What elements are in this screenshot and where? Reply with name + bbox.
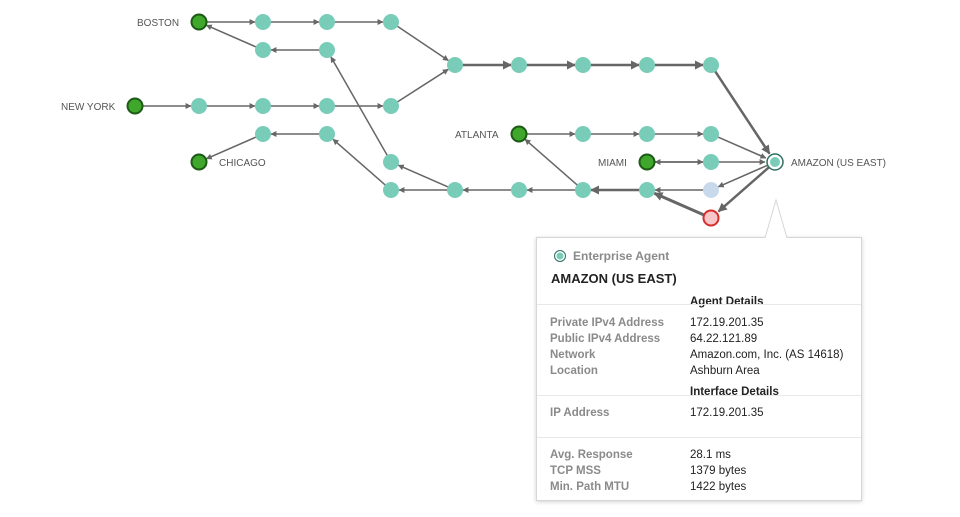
metric-row: Avg. Response 28.1 ms: [550, 449, 731, 461]
detail-row: IP Address 172.19.201.35: [550, 407, 764, 419]
hop-node[interactable]: [511, 57, 527, 73]
hop-node[interactable]: [255, 42, 271, 58]
metric-row: TCP MSS 1379 bytes: [550, 465, 747, 477]
hop-node[interactable]: [575, 57, 591, 73]
path-link: [332, 138, 387, 186]
hop-node[interactable]: [255, 14, 271, 30]
detail-row: Public IPv4 Address 64.22.121.89: [550, 333, 758, 345]
hop-node[interactable]: [511, 182, 527, 198]
hop-node[interactable]: [319, 42, 335, 58]
hop-node[interactable]: [639, 126, 655, 142]
hop-node[interactable]: [703, 154, 719, 170]
hop-node[interactable]: [383, 154, 399, 170]
target-agent-node-core[interactable]: [770, 157, 780, 167]
agent-type-label: Enterprise Agent: [573, 249, 670, 263]
hop-node[interactable]: [447, 182, 463, 198]
agent-tooltip: Enterprise Agent AMAZON (US EAST) Agent …: [536, 198, 862, 501]
path-link: [653, 191, 706, 217]
location-label-miami: MIAMI: [598, 158, 627, 169]
path-link: [397, 164, 449, 188]
agent-node-miami[interactable]: [638, 153, 656, 171]
metrics-table: Avg. Response 28.1 ms TCP MSS 1379 bytes…: [550, 447, 850, 495]
agent-node-boston[interactable]: [190, 13, 208, 31]
interface-details-table: IP Address 172.19.201.35: [550, 405, 850, 421]
location-label-chicago: CHICAGO: [219, 158, 266, 169]
hop-node[interactable]: [319, 98, 335, 114]
path-link: [717, 164, 769, 188]
divider: [537, 304, 861, 305]
path-link: [330, 56, 389, 157]
divider: [537, 395, 861, 396]
hop-node[interactable]: [255, 126, 271, 142]
enterprise-agent-icon: [554, 250, 566, 262]
hop-node[interactable]: [383, 182, 399, 198]
hop-node[interactable]: [639, 182, 655, 198]
path-link: [713, 70, 771, 155]
hop-node[interactable]: [383, 98, 399, 114]
tooltip-header: Enterprise Agent: [554, 249, 669, 263]
hop-node[interactable]: [575, 126, 591, 142]
path-link: [396, 25, 449, 62]
hop-node[interactable]: [191, 98, 207, 114]
path-link: [717, 136, 767, 159]
hop-node[interactable]: [639, 57, 655, 73]
hop-node[interactable]: [319, 126, 335, 142]
detail-row: Network Amazon.com, Inc. (AS 14618): [550, 349, 844, 361]
agent-node-chicago[interactable]: [190, 153, 208, 171]
hop-node[interactable]: [255, 98, 271, 114]
hop-node[interactable]: [575, 182, 591, 198]
error-hop-node[interactable]: [702, 209, 720, 227]
divider: [537, 437, 861, 438]
detail-row: Private IPv4 Address 172.19.201.35: [550, 317, 764, 329]
location-label-new-york: NEW YORK: [61, 102, 116, 113]
tooltip-title: AMAZON (US EAST): [551, 271, 677, 286]
location-label-amazon: AMAZON (US EAST): [791, 158, 886, 169]
location-label-atlanta: ATLANTA: [455, 130, 499, 141]
agent-node-newyork[interactable]: [126, 97, 144, 115]
tooltip-pointer: [764, 198, 788, 240]
path-link: [396, 68, 449, 103]
hop-node[interactable]: [383, 14, 399, 30]
hop-node[interactable]: [703, 126, 719, 142]
path-link: [205, 136, 257, 160]
hop-node[interactable]: [703, 57, 719, 73]
metric-row: Min. Path MTU 1422 bytes: [550, 481, 747, 493]
detail-row: Location Ashburn Area: [550, 365, 760, 377]
agent-node-atlanta[interactable]: [510, 125, 528, 143]
agent-details-table: Private IPv4 Address 172.19.201.35 Publi…: [550, 315, 850, 379]
faded-hop-node[interactable]: [703, 182, 719, 198]
hop-node[interactable]: [447, 57, 463, 73]
location-label-boston: BOSTON: [137, 18, 179, 29]
hop-node[interactable]: [319, 14, 335, 30]
path-link: [524, 138, 579, 186]
path-link: [205, 24, 257, 48]
path-link: [717, 165, 771, 213]
